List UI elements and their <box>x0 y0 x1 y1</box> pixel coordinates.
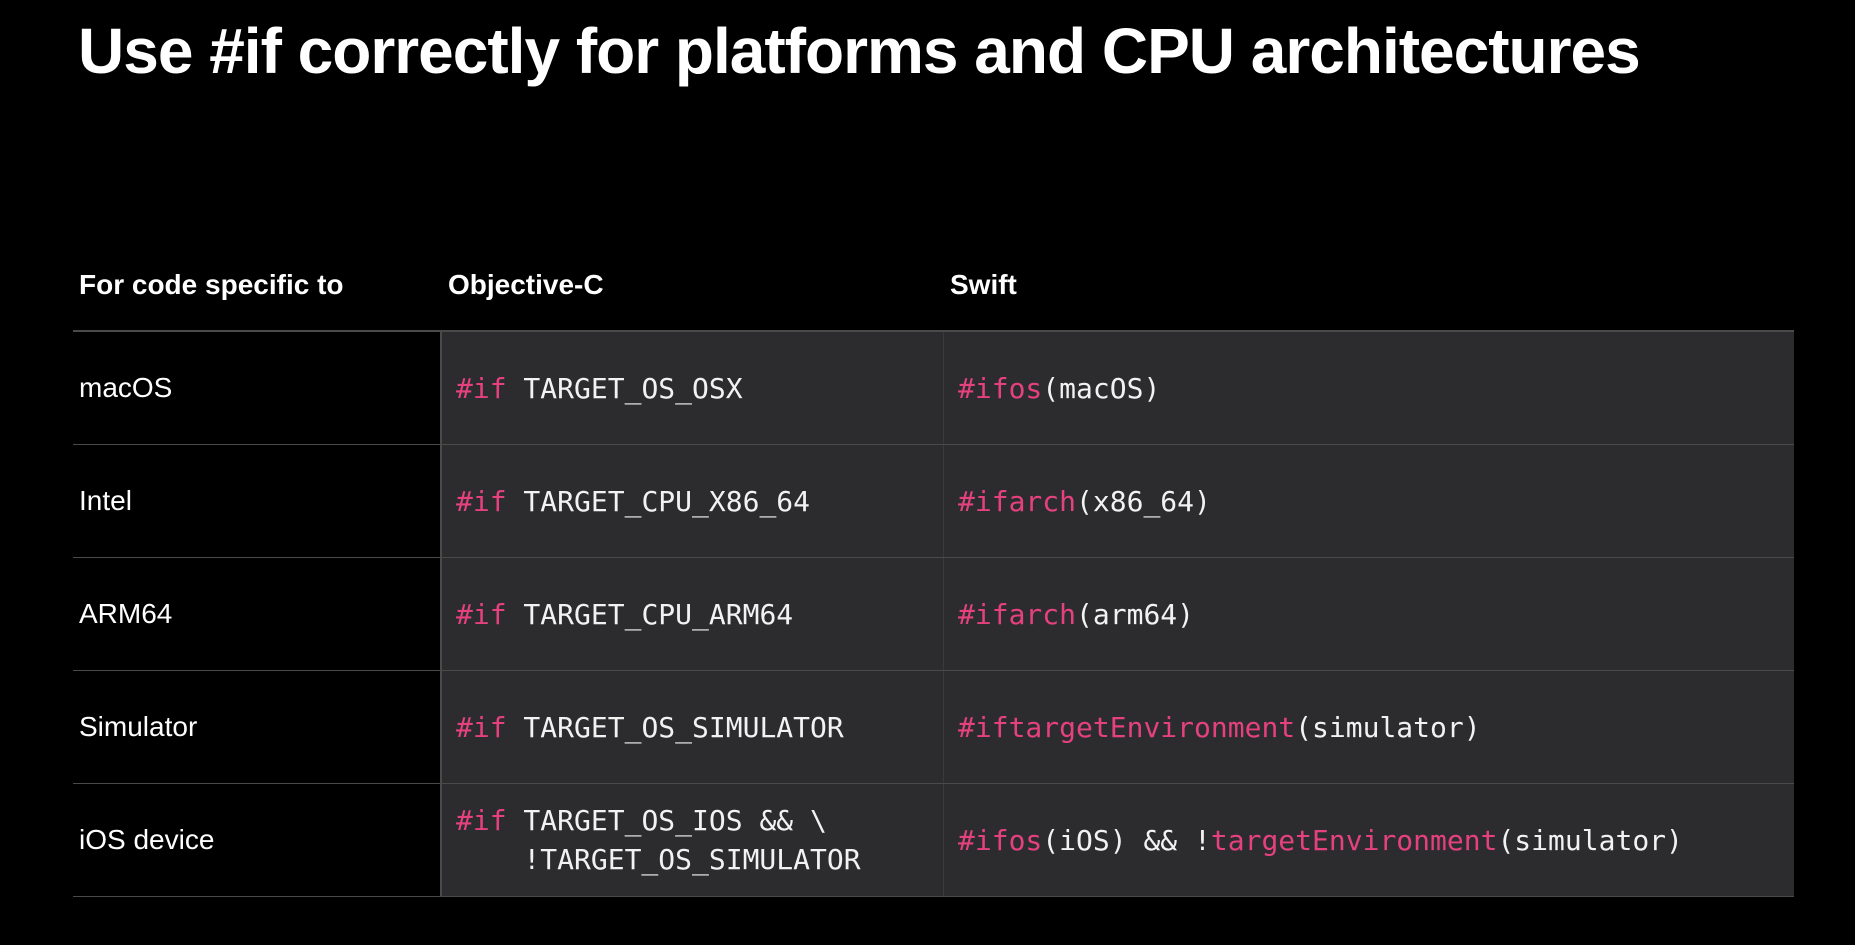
swift-code: #if arch(x86_64) <box>944 445 1794 557</box>
table-row: macOS #if TARGET_OS_OSX #if os(macOS) <box>73 332 1794 445</box>
keyword: #if <box>958 484 1009 518</box>
code-args: (simulator) <box>1295 710 1481 744</box>
objc-code: #if TARGET_CPU_X86_64 <box>442 445 944 557</box>
keyword: #if <box>958 710 1009 744</box>
keyword: #if <box>456 597 507 631</box>
code-expr: TARGET_OS_OSX <box>506 371 743 405</box>
comparison-table: For code specific to Objective-C Swift m… <box>73 240 1794 897</box>
keyword: #if <box>958 597 1009 631</box>
objc-code: #if TARGET_CPU_ARM64 <box>442 558 944 670</box>
keyword: #if <box>456 710 507 744</box>
code-args: (arm64) <box>1076 597 1195 631</box>
function-name: targetEnvironment <box>1008 710 1296 744</box>
function-name: os <box>1008 371 1043 405</box>
row-label: Intel <box>73 445 442 557</box>
function-name: arch <box>1008 484 1077 518</box>
code-expr: TARGET_OS_IOS && \ <box>506 804 827 837</box>
row-label: ARM64 <box>73 558 442 670</box>
swift-code: #if os(macOS) <box>944 332 1794 444</box>
code-args: (iOS) && ! <box>1042 823 1211 857</box>
objc-code: #if TARGET_OS_IOS && \ !TARGET_OS_SIMULA… <box>442 784 944 896</box>
code-expr: !TARGET_OS_SIMULATOR <box>456 843 861 876</box>
code-args: (macOS) <box>1042 371 1161 405</box>
code-args: (simulator) <box>1497 823 1683 857</box>
keyword: #if <box>456 484 507 518</box>
swift-code: #if os(iOS) && !targetEnvironment(simula… <box>944 784 1794 896</box>
code-expr: TARGET_OS_SIMULATOR <box>506 710 844 744</box>
table-row: ARM64 #if TARGET_CPU_ARM64 #if arch(arm6… <box>73 558 1794 671</box>
function-name: arch <box>1008 597 1077 631</box>
code-line: #if TARGET_OS_IOS && \ <box>456 801 861 840</box>
code-expr: TARGET_CPU_ARM64 <box>506 597 794 631</box>
table-header: For code specific to Objective-C Swift <box>73 240 1794 332</box>
code-args: (x86_64) <box>1076 484 1211 518</box>
keyword: #if <box>456 804 507 837</box>
row-label: macOS <box>73 332 442 444</box>
row-label: Simulator <box>73 671 442 783</box>
row-label: iOS device <box>73 784 442 896</box>
keyword: #if <box>456 371 507 405</box>
code-expr: TARGET_CPU_X86_64 <box>506 484 811 518</box>
header-swift: Swift <box>950 269 1017 300</box>
table-row: Intel #if TARGET_CPU_X86_64 #if arch(x86… <box>73 445 1794 558</box>
function-name: targetEnvironment <box>1210 823 1498 857</box>
function-name: os <box>1008 823 1043 857</box>
objc-code: #if TARGET_OS_OSX <box>442 332 944 444</box>
header-for-code: For code specific to <box>79 269 344 300</box>
swift-code: #if arch(arm64) <box>944 558 1794 670</box>
keyword: #if <box>958 371 1009 405</box>
table-row: iOS device #if TARGET_OS_IOS && \ !TARGE… <box>73 784 1794 897</box>
keyword: #if <box>958 823 1009 857</box>
objc-code: #if TARGET_OS_SIMULATOR <box>442 671 944 783</box>
header-objc: Objective-C <box>448 269 604 300</box>
swift-code: #if targetEnvironment(simulator) <box>944 671 1794 783</box>
table-row: Simulator #if TARGET_OS_SIMULATOR #if ta… <box>73 671 1794 784</box>
code-line: !TARGET_OS_SIMULATOR <box>456 840 861 879</box>
slide-title: Use #if correctly for platforms and CPU … <box>78 15 1641 87</box>
